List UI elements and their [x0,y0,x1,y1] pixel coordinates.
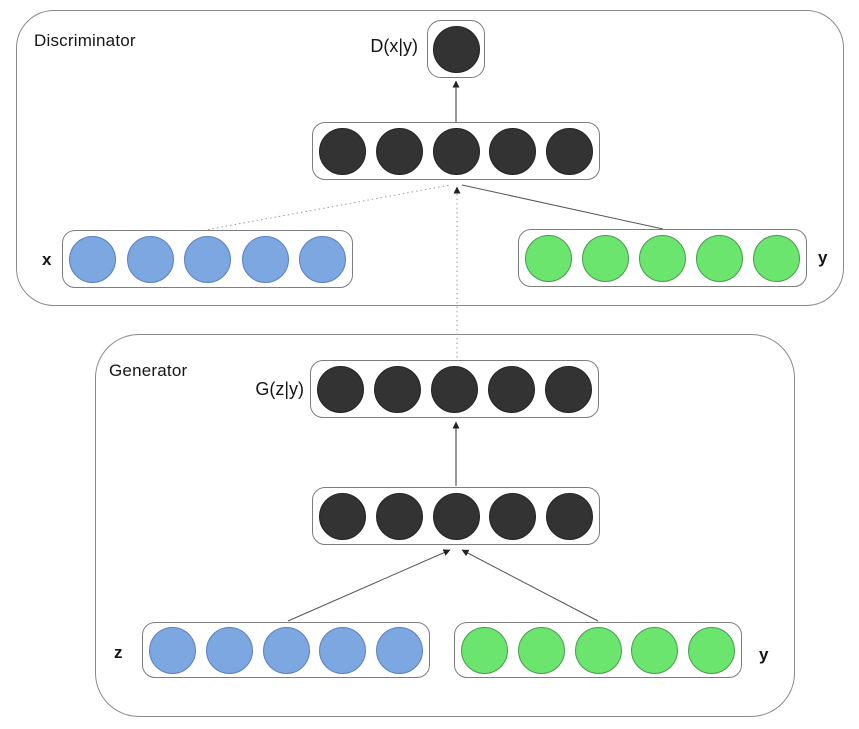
green-neuron-node [753,234,800,282]
dark-neuron-node [432,492,480,540]
blue-neuron-node [241,235,289,283]
blue-neuron-node [205,626,253,674]
blue-neuron-node [184,235,231,283]
dark-neuron-node [374,365,421,413]
dark-neuron-node [319,492,366,540]
dark-neuron-node [375,127,423,175]
blue-neuron-node [376,626,423,674]
generator-hidden-layer [312,487,600,545]
dark-neuron-node [317,365,364,413]
blue-neuron-node [299,235,346,283]
generator-output-layer [310,360,599,418]
green-neuron-node [639,234,686,282]
dark-neuron-node [546,127,593,175]
x-input-layer [62,230,353,288]
blue-neuron-node [262,626,310,674]
discriminator-hidden-layer [312,122,600,180]
green-neuron-node [582,234,629,282]
blue-neuron-node [319,626,367,674]
dark-neuron-node [545,365,592,413]
dark-neuron-node [375,492,423,540]
dark-neuron-node [432,127,480,175]
green-neuron-node [517,626,565,674]
z-input-label: z [114,643,123,662]
green-neuron-node [688,626,735,674]
blue-neuron-node [149,626,196,674]
dark-neuron-node [489,127,537,175]
green-neuron-node [631,626,679,674]
discriminator-label: Discriminator [34,31,136,50]
dark-neuron-node [432,25,480,73]
generator-output-label: G(z|y) [255,379,304,399]
dark-neuron-node [319,127,366,175]
discriminator-output-label: D(x|y) [370,36,418,56]
z-input-layer [142,622,430,678]
green-neuron-node [696,234,743,282]
y-condition-label-generator: y [759,645,769,664]
x-input-label: x [42,250,52,269]
y-condition-layer-discriminator [518,229,807,287]
generator-label: Generator [109,361,188,380]
dark-neuron-node [546,492,593,540]
generator-box [95,334,795,717]
dark-neuron-node [431,365,478,413]
discriminator-output-layer [427,20,485,78]
green-neuron-node [574,626,622,674]
dark-neuron-node [488,365,535,413]
dark-neuron-node [489,492,537,540]
y-condition-layer-generator [454,622,742,678]
y-condition-label-discriminator: y [818,248,828,267]
discriminator-box [16,10,844,306]
blue-neuron-node [126,235,174,283]
blue-neuron-node [69,235,116,283]
green-neuron-node [461,626,508,674]
green-neuron-node [525,234,572,282]
